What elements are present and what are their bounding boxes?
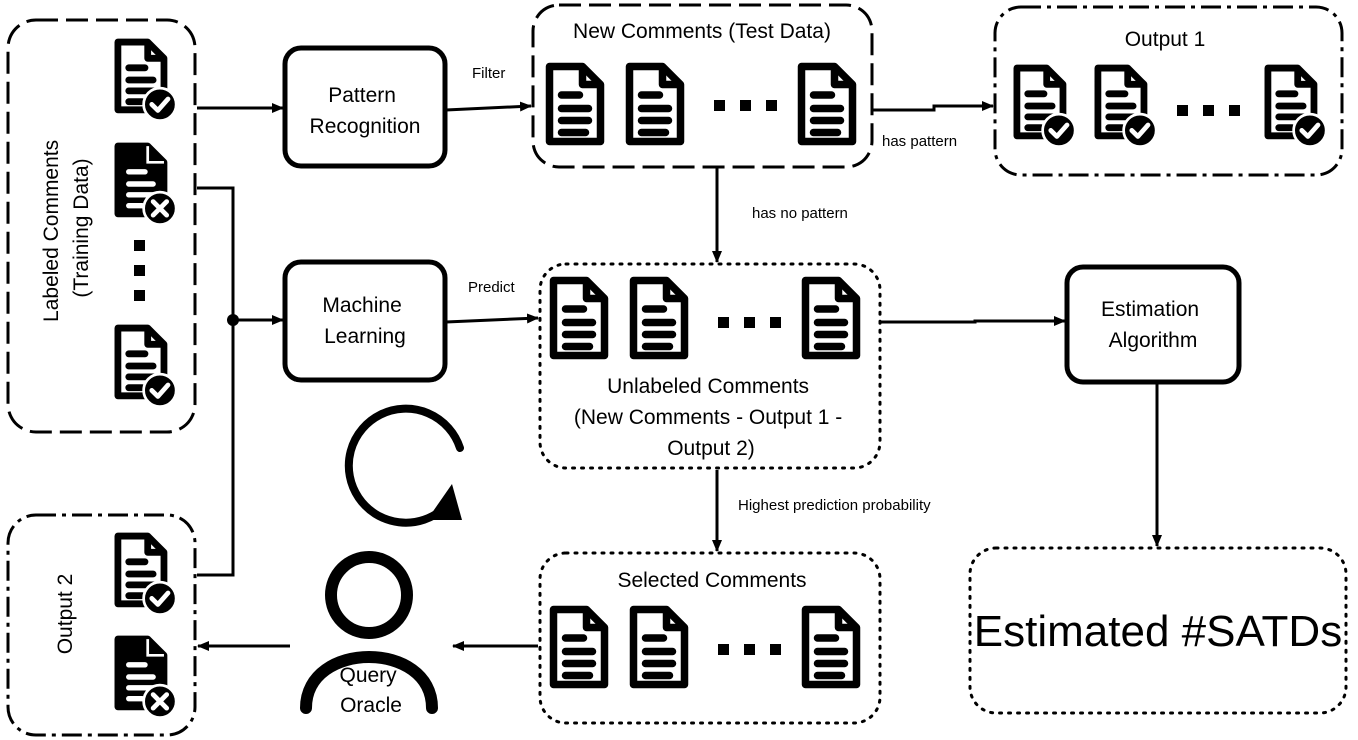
estimation-algorithm-label: Estimation Algorithm xyxy=(1101,298,1205,352)
selected-doc-icon xyxy=(634,610,685,685)
ellipsis-dot xyxy=(744,317,755,328)
selected-doc-icon xyxy=(806,610,857,685)
unlabeled-doc-icon xyxy=(806,281,857,356)
estimation-algorithm-box xyxy=(1064,264,1242,385)
ellipsis-dot xyxy=(770,644,781,655)
ellipsis-dot xyxy=(766,100,777,111)
new-comment-doc-icon xyxy=(550,67,601,142)
query-oracle-label: Query Oracle xyxy=(339,664,402,717)
pattern-recognition-label: Pattern Recognition xyxy=(310,84,421,138)
ellipsis-dot xyxy=(134,265,145,276)
ellipsis-dot xyxy=(1229,105,1240,116)
predict-edge-label: Predict xyxy=(468,279,516,296)
training-data-label: Labeled Comments (Training Data) xyxy=(40,134,93,322)
new-comments-frame xyxy=(531,3,874,169)
ellipsis-dot xyxy=(744,644,755,655)
oracle-body-icon xyxy=(300,651,438,714)
has-pattern-edge-label: has pattern xyxy=(882,133,957,150)
output2-cross-doc-icon xyxy=(118,639,176,718)
edge-new-comments-to-output1 xyxy=(873,101,994,112)
oracle-head-icon xyxy=(325,551,413,639)
unlabeled-comments-label: Unlabeled Comments (New Comments - Outpu… xyxy=(574,375,848,460)
edge-training-bus xyxy=(197,186,235,577)
ellipsis-dot xyxy=(1203,105,1214,116)
unlabeled-comments-frame xyxy=(538,262,882,470)
selected-comments-label: Selected Comments xyxy=(617,569,806,592)
new-comments-label: New Comments (Test Data) xyxy=(573,20,831,43)
output1-label: Output 1 xyxy=(1125,28,1206,51)
ellipsis-dot xyxy=(718,317,729,328)
edge-pattern-to-new-comments xyxy=(445,101,532,112)
ellipsis-dot xyxy=(740,100,751,111)
machine-learning-label: Machine Learning xyxy=(322,294,407,348)
estimated-satds-label: Estimated #SATDs xyxy=(974,607,1342,656)
unlabeled-doc-icon xyxy=(634,281,685,356)
output1-check-doc-icon xyxy=(1268,68,1326,147)
new-comment-doc-icon xyxy=(802,67,853,142)
output1-frame xyxy=(993,5,1344,177)
machine-learning-box xyxy=(282,259,448,383)
refresh-cycle-arrowhead xyxy=(427,484,462,520)
ellipsis-dot xyxy=(1177,105,1188,116)
output1-check-doc-icon xyxy=(1017,68,1075,147)
filter-edge-label: Filter xyxy=(472,65,505,82)
ellipsis-dot xyxy=(770,317,781,328)
ellipsis-dot xyxy=(714,100,725,111)
training-data-frame xyxy=(6,18,197,434)
pattern-recognition-box xyxy=(282,45,448,169)
output1-check-doc-icon xyxy=(1098,68,1156,147)
labeled-comment-check-icon xyxy=(118,328,176,407)
refresh-cycle-icon xyxy=(344,404,464,527)
highest-probability-edge-label: Highest prediction probability xyxy=(738,497,931,514)
edge-ml-to-unlabeled xyxy=(445,313,539,324)
labeled-comment-check-icon xyxy=(118,42,176,121)
output2-frame xyxy=(6,513,197,737)
selected-comments-frame xyxy=(538,551,882,725)
has-no-pattern-edge-label: has no pattern xyxy=(752,205,848,222)
output2-check-doc-icon xyxy=(118,536,176,615)
unlabeled-doc-icon xyxy=(554,281,605,356)
edge-unlabeled-to-estimation xyxy=(880,316,1066,326)
new-comment-doc-icon xyxy=(630,67,681,142)
selected-doc-icon xyxy=(554,610,605,685)
ellipsis-dot xyxy=(134,290,145,301)
output2-label: Output 2 xyxy=(54,574,77,655)
ellipsis-dot xyxy=(718,644,729,655)
estimated-satds-frame xyxy=(968,546,1348,715)
ellipsis-dot xyxy=(134,240,145,251)
labeled-comment-cross-icon xyxy=(118,146,176,225)
